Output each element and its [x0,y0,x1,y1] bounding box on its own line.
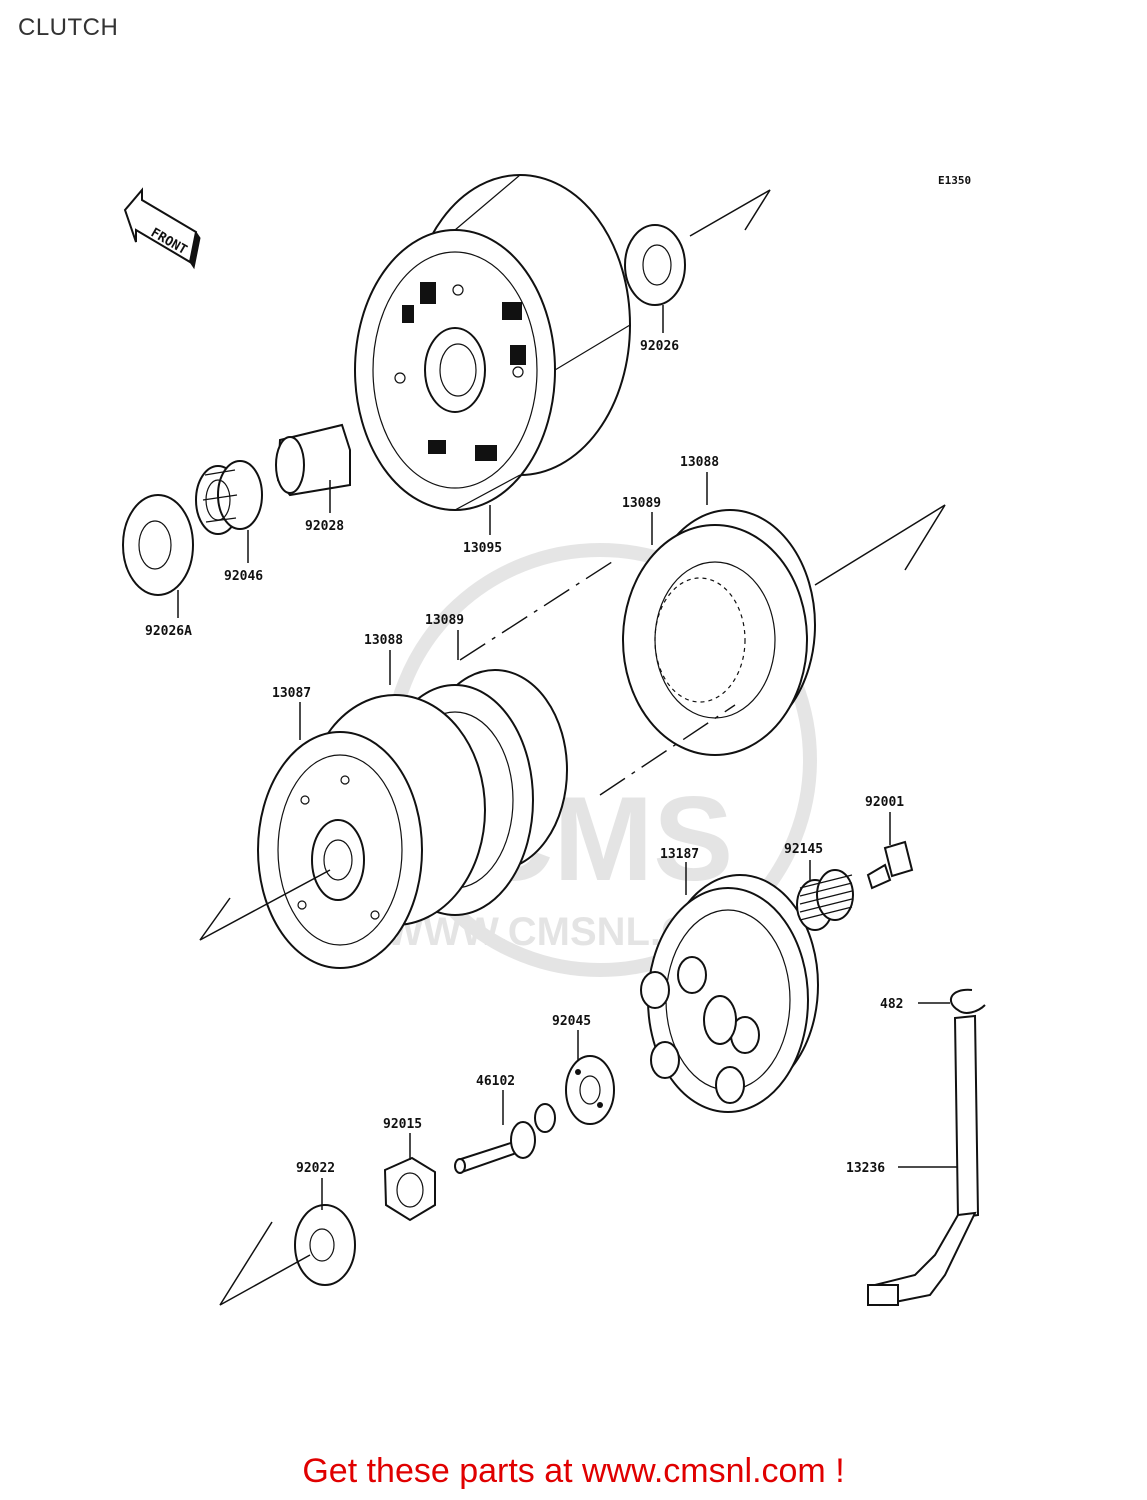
axis-line-lower [599,704,736,796]
nut-92015 [383,1156,436,1222]
label-13088-right: 13088 [680,455,719,470]
label-92026: 92026 [640,339,679,354]
label-482: 482 [880,997,903,1012]
bolt-92001 [866,840,914,890]
label-13187: 13187 [660,847,699,862]
washer-92022 [219,1204,356,1306]
label-92001: 92001 [865,795,904,810]
axis-line-upper [459,559,616,661]
ball-bearing-92045 [565,1055,615,1125]
plate-set-right [622,504,946,756]
label-13088-left: 13088 [364,633,403,648]
clutch-housing-13095 [354,174,631,511]
needle-bearing-92046 [195,460,263,535]
label-13089-left: 13089 [425,613,464,628]
label-92145: 92145 [784,842,823,857]
push-rod-46102 [454,1103,556,1174]
sleeve-92028 [275,423,351,497]
spring-92145 [796,869,854,931]
label-13087: 13087 [272,686,311,701]
thrust-washer-92026 [624,189,771,306]
label-92028: 92028 [305,519,344,534]
leader-lines [177,305,958,1210]
label-92046: 92046 [224,569,263,584]
label-92026A: 92026A [145,624,192,639]
circlip-482 [949,988,986,1014]
label-13095: 13095 [463,541,502,556]
footer-link-text[interactable]: Get these parts at www.cmsnl.com ! [302,1452,845,1490]
pressure-plate-13187 [640,874,819,1113]
washer-92026A [122,494,194,596]
clutch-hub-13087 [199,694,486,969]
label-92015: 92015 [383,1117,422,1132]
label-92045: 92045 [552,1014,591,1029]
label-13089-right: 13089 [622,496,661,511]
front-arrow-icon: FRONT [123,187,201,270]
diagram-code: E1350 [938,174,971,187]
release-shaft-13236 [867,1014,980,1307]
page-title: CLUTCH [18,14,119,41]
label-46102: 46102 [476,1074,515,1089]
label-92022: 92022 [296,1161,335,1176]
label-13236: 13236 [846,1161,885,1176]
